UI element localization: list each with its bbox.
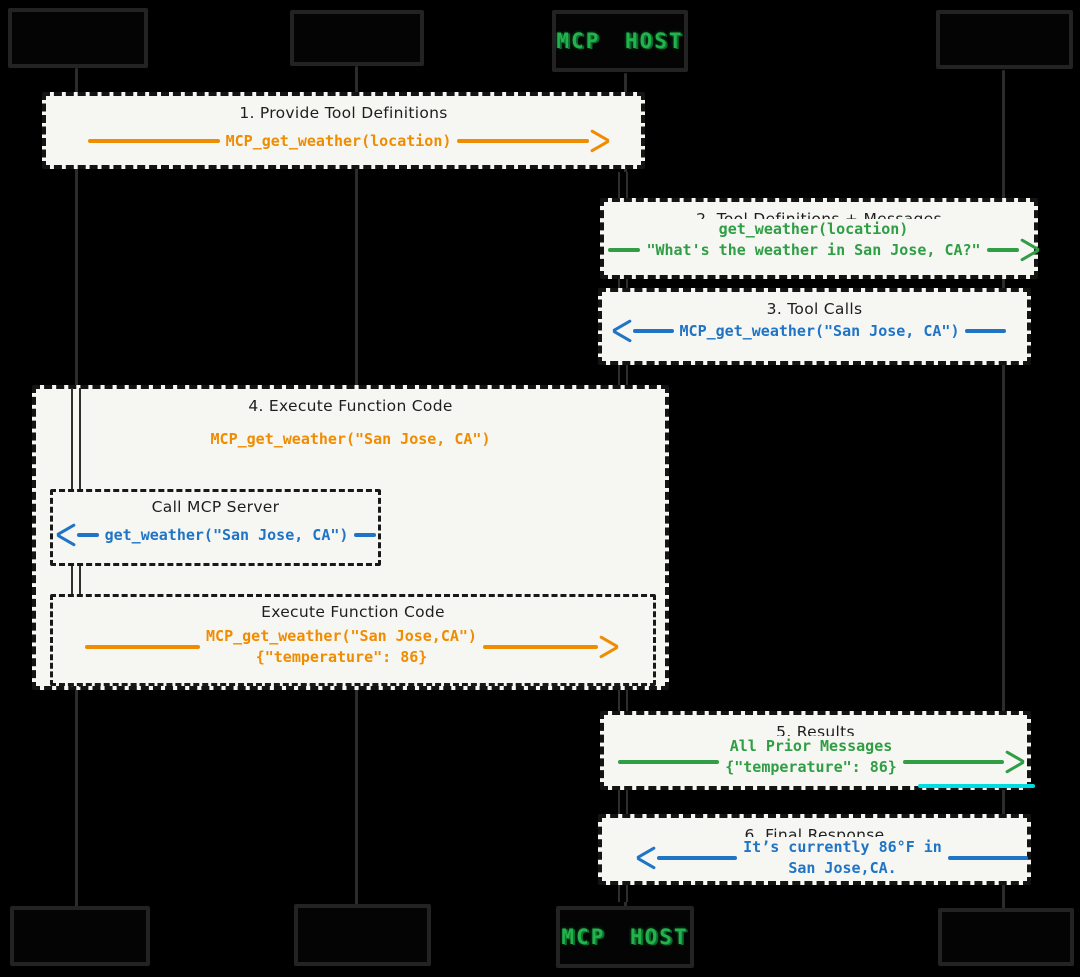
cyan-highlight-line <box>918 784 1035 788</box>
execute-function-code-line2: {"temperature": 86} <box>255 648 428 666</box>
actor-box-top-second <box>290 10 424 66</box>
arrow-line <box>633 329 674 333</box>
actor-box-top-right <box>936 10 1073 69</box>
arrow-line <box>965 329 1006 333</box>
message-5-code-line1: All Prior Messages <box>729 737 893 756</box>
call-mcp-server-title: Call MCP Server <box>151 498 280 516</box>
message-4-code: MCP_get_weather("San Jose, CA") <box>210 430 491 448</box>
arrowhead-right-icon <box>593 636 617 658</box>
execute-function-code-line1: MCP_get_weather("San Jose,CA") <box>206 627 477 646</box>
mcp-host-label-bottom: MCP HOST <box>561 925 689 949</box>
arrow-line <box>947 856 1028 860</box>
mcp-host-box-top: MCP HOST <box>552 10 688 72</box>
message-5-arrow: All Prior Messages {"temperature": 86} <box>618 736 1023 778</box>
message-1-title: 1. Provide Tool Definitions <box>239 104 448 122</box>
call-mcp-server-arrow: get_weather("San Jose, CA") <box>58 522 376 548</box>
message-3-title: 3. Tool Calls <box>766 300 863 318</box>
message-3-arrow: MCP_get_weather("San Jose, CA") <box>614 318 1006 344</box>
arrow-line <box>85 645 201 649</box>
actor-box-bottom-left <box>10 906 150 966</box>
arrowhead-left-icon <box>638 847 662 869</box>
message-4-title: 4. Execute Function Code <box>248 397 453 415</box>
arrow-line <box>354 533 376 537</box>
arrowhead-right-icon <box>1014 239 1038 261</box>
message-6-arrow: It’s currently 86°F in San Jose,CA. <box>638 837 1028 879</box>
message-1-arrow: MCP_get_weather(location) <box>88 128 608 154</box>
actor-box-top-left <box>8 8 148 68</box>
execute-function-code-arrow: MCP_get_weather("San Jose,CA") {"tempera… <box>85 626 617 668</box>
arrowhead-right-icon <box>999 751 1023 773</box>
message-2-code-line2: "What's the weather in San Jose, CA?" <box>646 241 981 259</box>
message-1-code: MCP_get_weather(location) <box>219 130 458 152</box>
arrow-line <box>986 248 1020 252</box>
arrow-line <box>902 760 1004 764</box>
arrow-line <box>608 248 641 252</box>
message-6-code: It’s currently 86°F in San Jose,CA. <box>737 837 948 879</box>
lifeline-actor-4 <box>1002 70 1005 910</box>
mcp-host-label-top: MCP HOST <box>556 29 684 53</box>
arrow-line <box>88 139 220 143</box>
message-6-code-line2: San Jose,CA. <box>788 859 897 877</box>
arrowhead-right-icon <box>584 130 608 152</box>
message-6-code-line1: It’s currently 86°F in <box>743 838 942 857</box>
actor-box-bottom-second <box>294 904 431 966</box>
arrowhead-left-icon <box>58 524 82 546</box>
message-5-code: All Prior Messages {"temperature": 86} <box>719 736 903 778</box>
arrow-line <box>618 760 720 764</box>
arrow-line <box>77 533 99 537</box>
actor-box-bottom-right <box>938 908 1074 966</box>
arrow-line <box>482 645 598 649</box>
mcp-host-box-bottom: MCP HOST <box>556 906 694 968</box>
execute-function-code-code: MCP_get_weather("San Jose,CA") {"tempera… <box>200 626 483 668</box>
execute-function-code-title: Execute Function Code <box>261 603 445 621</box>
message-2-arrow: get_weather(location) "What's the weathe… <box>608 219 1038 263</box>
arrow-line <box>657 856 738 860</box>
message-2-code-line1: get_weather(location) <box>718 220 909 239</box>
message-2-code: get_weather(location) "What's the weathe… <box>640 219 987 261</box>
call-mcp-server-code: get_weather("San Jose, CA") <box>98 524 355 546</box>
arrow-line <box>457 139 589 143</box>
arrowhead-left-icon <box>614 320 638 342</box>
message-box-1: 1. Provide Tool Definitions <box>42 92 645 169</box>
message-5-code-line2: {"temperature": 86} <box>725 758 897 776</box>
message-3-code: MCP_get_weather("San Jose, CA") <box>673 320 966 342</box>
